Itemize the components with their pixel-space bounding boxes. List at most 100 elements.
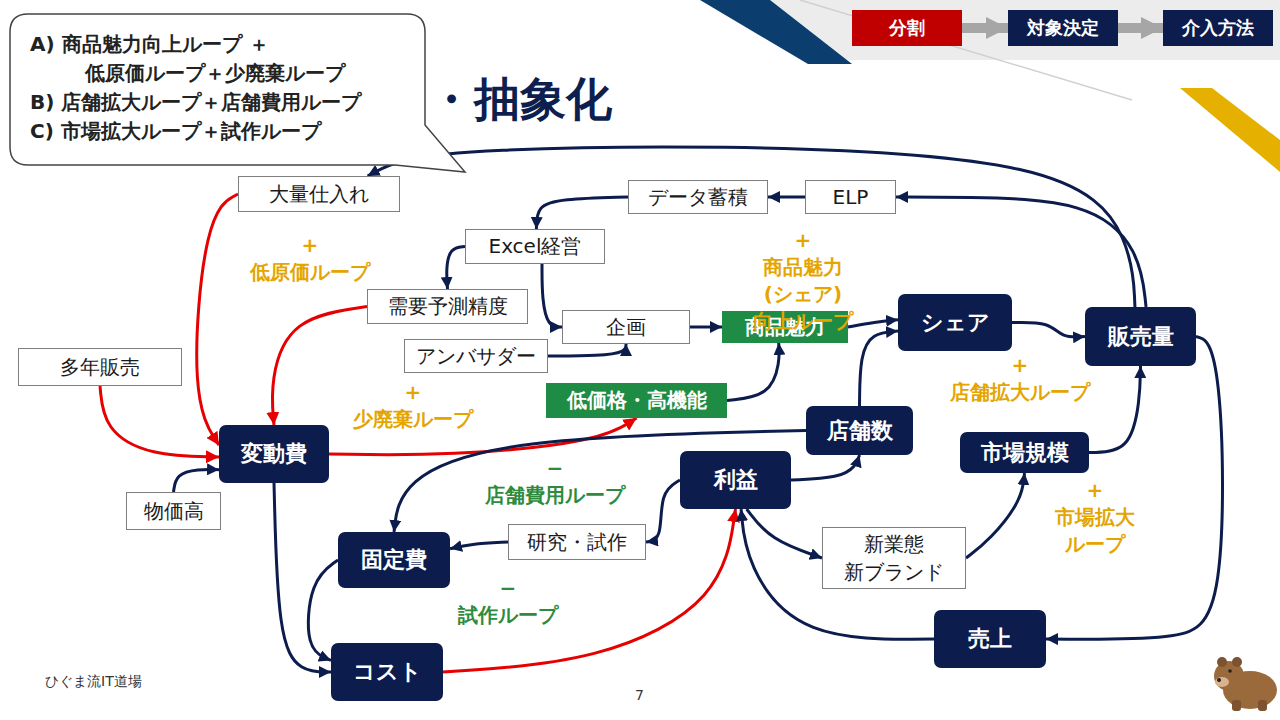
- causal-arrow: [747, 509, 822, 558]
- key-variable-box: 市場規模: [960, 432, 1089, 473]
- key-variable-box: シェア: [898, 294, 1012, 351]
- node-label: 需要予測精度: [388, 294, 508, 319]
- header-band: [760, 0, 1280, 60]
- node-label: アンバサダー: [416, 344, 536, 369]
- factor-box: 研究・試作: [508, 524, 646, 560]
- page-number: 7: [635, 686, 644, 704]
- key-variable-box: 店舗数: [806, 406, 913, 455]
- step-arrow: [962, 23, 1008, 33]
- causal-arrow: [274, 483, 331, 672]
- bear-leg: [1258, 700, 1267, 711]
- factor-box: Excel経営: [465, 229, 605, 264]
- bear-eye: [1228, 669, 1232, 673]
- factor-box: 需要予測精度: [367, 289, 528, 324]
- loop-label: − 店舗費用ループ: [485, 455, 625, 509]
- callout-shape: [10, 14, 465, 172]
- key-variable-box: 固定費: [338, 532, 450, 588]
- causal-arrow: [768, 196, 805, 199]
- causal-arrow: [450, 542, 508, 549]
- step-box: 介入方法: [1163, 10, 1273, 46]
- causal-arrow: [690, 326, 722, 329]
- causal-arrow: [368, 147, 1135, 307]
- cost-arrow: [197, 194, 238, 445]
- causal-arrow: [548, 344, 626, 356]
- factor-box: 大量仕入れ: [238, 176, 400, 212]
- loop-label: + 市場拡大 ループ: [1055, 477, 1135, 558]
- causal-arrow: [727, 343, 779, 401]
- node-label: 物価高: [144, 499, 204, 524]
- callout-bubble: A) 商品魅力向上ループ ＋低原価ループ＋少廃棄ループB) 店舗拡大ループ＋店舗…: [10, 14, 425, 165]
- causal-arrow: [447, 247, 465, 290]
- node-label: ELP: [833, 185, 869, 210]
- node-label: コスト: [353, 658, 422, 686]
- loop-label: + 店舗拡大ループ: [950, 352, 1090, 406]
- bear-snout: [1215, 677, 1229, 687]
- node-label: 低価格・高機能: [567, 388, 707, 413]
- accent-stripe: [1180, 88, 1280, 172]
- node-label: 変動費: [241, 440, 307, 468]
- node-label: 利益: [714, 466, 758, 494]
- header-stripe: [700, 0, 852, 64]
- node-label: 販売量: [1108, 323, 1174, 351]
- causal-arrow: [536, 197, 628, 229]
- key-variable-box: コスト: [331, 643, 443, 701]
- factor-box: ELP: [805, 180, 896, 214]
- callout-text: A) 商品魅力向上ループ ＋低原価ループ＋少廃棄ループ: [30, 30, 373, 88]
- causal-arrow: [860, 331, 899, 406]
- node-label: 分割: [889, 17, 925, 40]
- cost-arrow: [100, 386, 219, 457]
- slide-title: ・抽象化: [428, 76, 612, 122]
- factor-box: 物価高: [126, 492, 221, 530]
- bear-nose: [1217, 678, 1221, 682]
- node-label: 研究・試作: [527, 530, 627, 555]
- factor-box: データ蓄積: [628, 180, 768, 214]
- node-label: シェア: [921, 309, 990, 337]
- node-label: 大量仕入れ: [269, 182, 369, 207]
- callout-text: C) 市場拡大ループ＋試作ループ: [30, 117, 425, 146]
- loop-label: + 低原価ループ: [250, 232, 370, 286]
- causal-arrow: [646, 480, 680, 542]
- loop-label: + 商品魅力(シェア)向上ループ: [753, 227, 853, 335]
- node-label: 対象決定: [1027, 17, 1099, 40]
- loop-label: − 試作ループ: [458, 575, 558, 629]
- factor-box: 多年販売: [18, 348, 182, 386]
- step-box: 分割: [852, 10, 962, 46]
- bear-ear: [1217, 657, 1227, 667]
- causal-arrow: [1089, 366, 1141, 453]
- node-label: 多年販売: [60, 355, 140, 380]
- cost-arrow: [443, 509, 736, 672]
- node-label: 市場規模: [981, 439, 1069, 467]
- causal-arrow: [542, 264, 562, 327]
- cost-arrow: [272, 307, 367, 426]
- factor-box: 新業態 新ブランド: [822, 527, 966, 589]
- factor-box: アンバサダー: [404, 339, 548, 373]
- node-label: 新業態 新ブランド: [844, 530, 944, 586]
- callout-text: B) 店舗拡大ループ＋店舗費用ループ: [30, 88, 425, 117]
- causal-arrow: [1012, 322, 1085, 337]
- key-variable-box: 変動費: [219, 425, 329, 483]
- key-variable-box: 利益: [680, 451, 791, 509]
- node-label: 店舗数: [827, 417, 893, 445]
- header-line: [800, 0, 1132, 100]
- key-variable-box: 販売量: [1085, 307, 1196, 366]
- node-label: データ蓄積: [648, 185, 748, 210]
- footer-text: ひぐま流IT道場: [45, 672, 142, 690]
- node-label: 売上: [968, 625, 1012, 653]
- node-label: 介入方法: [1182, 17, 1254, 40]
- bear-illustration: [1214, 657, 1277, 711]
- step-arrow: [1118, 23, 1163, 33]
- causal-arrow: [848, 320, 898, 327]
- causal-arrow: [174, 469, 220, 492]
- key-variable-box: 売上: [934, 610, 1046, 668]
- bear-leg: [1232, 700, 1241, 711]
- loop-label: + 少廃棄ループ: [353, 379, 473, 433]
- causal-arrow: [966, 473, 1025, 558]
- factor-box: 企画: [562, 310, 690, 344]
- causal-arrow: [394, 431, 806, 533]
- bear-ear: [1232, 657, 1242, 667]
- node-label: 企画: [606, 315, 646, 340]
- causal-arrow: [791, 455, 860, 480]
- lever-box: 低価格・高機能: [546, 383, 727, 418]
- node-label: Excel経営: [489, 234, 582, 259]
